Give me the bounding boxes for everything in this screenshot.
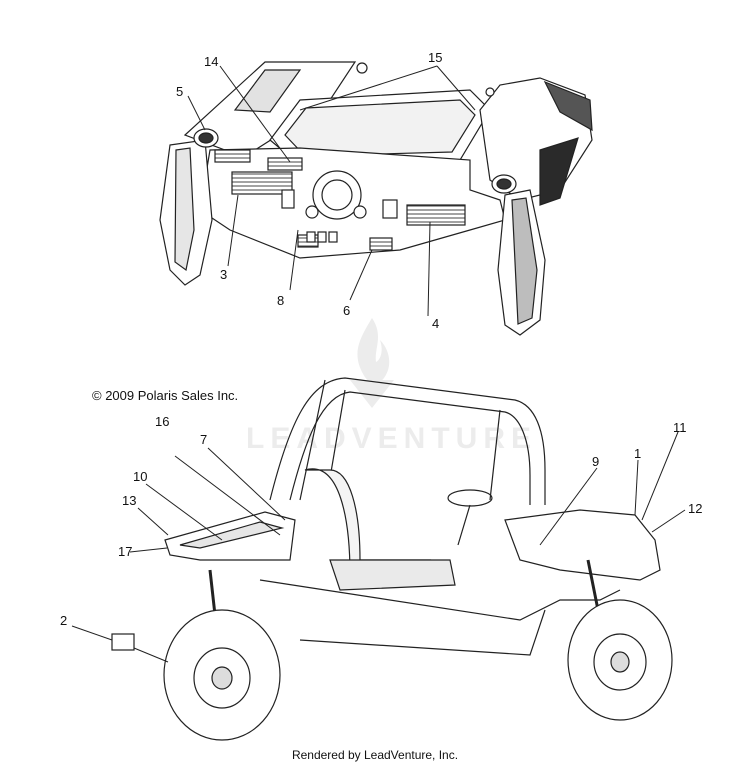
vehicle-side-view xyxy=(111,377,673,741)
callout-8: 8 xyxy=(277,293,284,308)
callout-3: 3 xyxy=(220,267,227,282)
body-floor xyxy=(259,579,621,621)
gauge-inner xyxy=(321,179,353,211)
front-hood xyxy=(504,509,661,581)
left-vent xyxy=(231,171,293,195)
right-vent xyxy=(406,204,466,226)
roll-cage xyxy=(269,377,546,505)
callout-17: 17 xyxy=(118,544,132,559)
decal-2-box xyxy=(111,633,135,651)
callout-16: 16 xyxy=(155,414,169,429)
callout-7: 7 xyxy=(200,432,207,447)
callout-2: 2 xyxy=(60,613,67,628)
callout-15: 15 xyxy=(428,50,442,65)
callout-11: 11 xyxy=(673,420,687,435)
copyright-text: © 2009 Polaris Sales Inc. xyxy=(92,388,239,403)
callout-4: 4 xyxy=(432,316,439,331)
callout-12: 12 xyxy=(688,501,702,516)
left-side-shade xyxy=(233,69,302,113)
seats xyxy=(304,468,432,576)
callout-1: 1 xyxy=(634,446,641,461)
callout-14: 14 xyxy=(204,54,218,69)
callout-10: 10 xyxy=(133,469,147,484)
watermark-logo xyxy=(350,318,394,408)
callout-9: 9 xyxy=(592,454,599,469)
footer-credit: Rendered by LeadVenture, Inc. xyxy=(291,748,459,762)
callout-13: 13 xyxy=(122,493,136,508)
leader-lines xyxy=(71,65,686,663)
callout-5: 5 xyxy=(176,84,183,99)
dash-assembly xyxy=(159,61,593,336)
steering-wheel xyxy=(447,489,493,507)
callout-6: 6 xyxy=(343,303,350,318)
